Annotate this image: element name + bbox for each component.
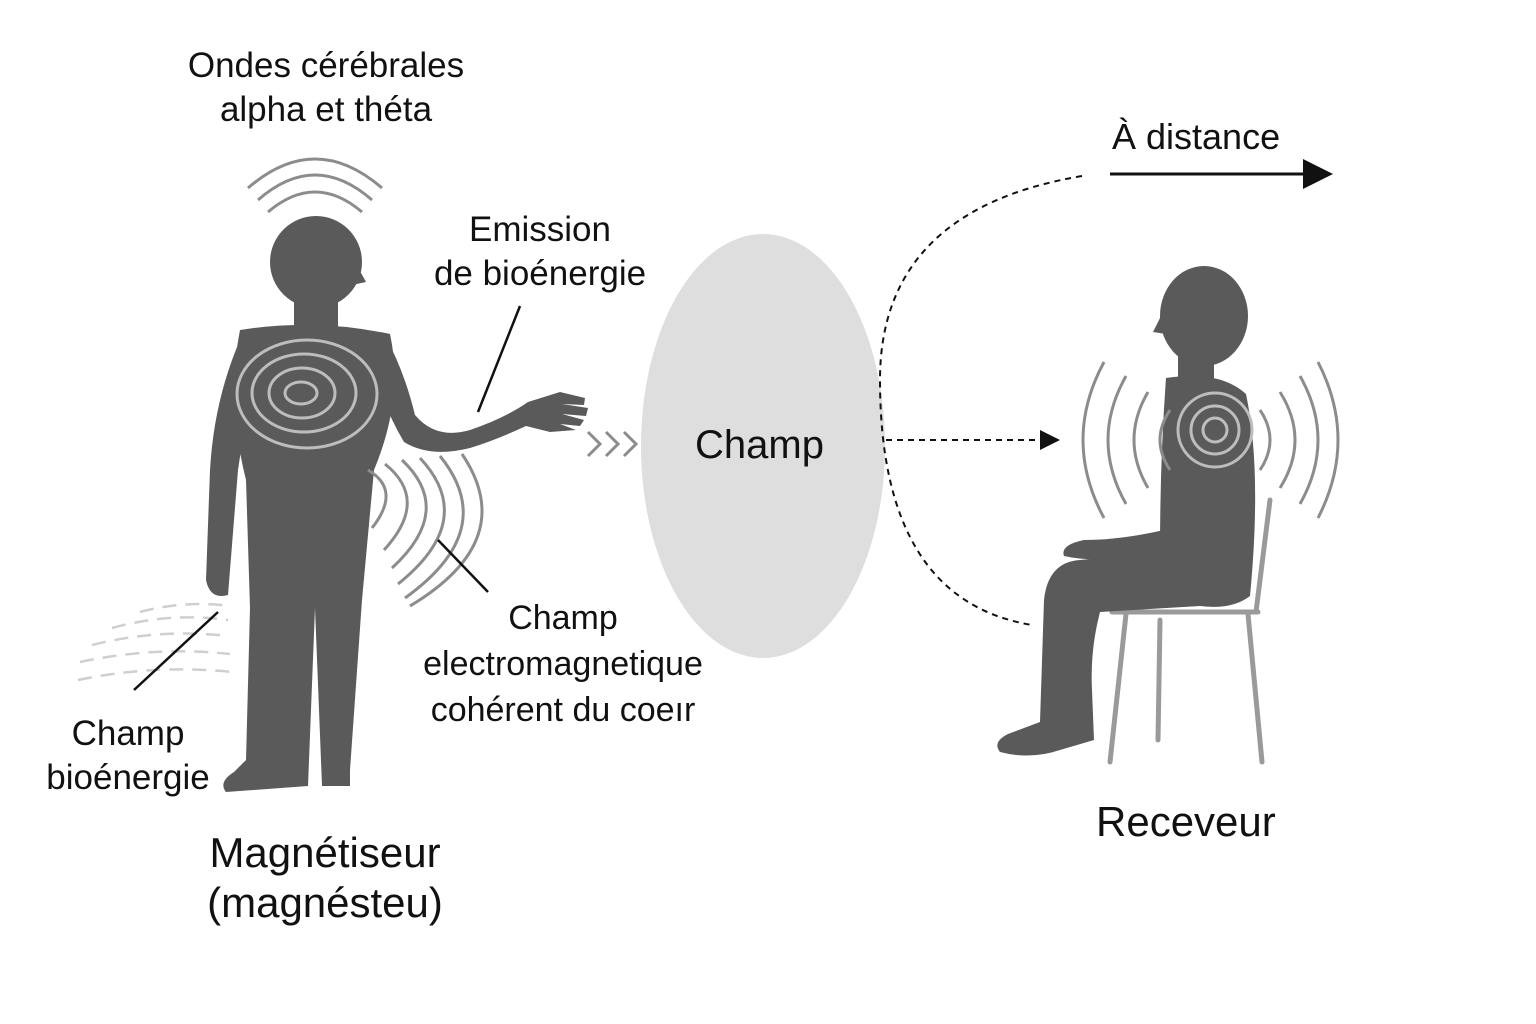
bioenergy-field-dashes xyxy=(77,602,233,682)
emission-line-2: de bioénergie xyxy=(433,253,647,293)
em-field-line-1: Champ xyxy=(508,599,618,637)
em-field-line-3: cohérent du coeır xyxy=(430,690,696,729)
receiver-waves xyxy=(1081,361,1340,519)
brainwave-arcs xyxy=(247,157,383,214)
emission-line-1: Emission xyxy=(469,210,611,249)
distance-label: À distance xyxy=(1112,116,1281,157)
em-field-arcs xyxy=(367,453,484,608)
heart-rings-receiver xyxy=(1176,391,1254,469)
emission-label: Emission de bioénergie xyxy=(410,208,670,296)
leader-lines xyxy=(133,305,522,691)
em-field-label: Champ electromagnetique cohérent du coeı… xyxy=(400,596,726,734)
bio-field-line-2: bioénergie xyxy=(46,757,210,797)
receiver-figure xyxy=(997,266,1256,756)
field-ellipse xyxy=(641,234,885,658)
dashed-paths xyxy=(878,175,1083,626)
brainwaves-line-2: alpha et théta xyxy=(219,89,433,129)
bio-field-label: Champ bioénergie xyxy=(26,712,230,800)
bio-field-line-1: Champ xyxy=(71,714,185,753)
practitioner-line-2: (magnésteu) xyxy=(207,879,443,927)
practitioner-line-1: Magnétiseur xyxy=(209,829,441,876)
brainwaves-line-1: Ondes cérébrales xyxy=(187,46,465,85)
heart-rings-practitioner xyxy=(235,338,379,450)
chair xyxy=(1107,497,1273,765)
field-center-label: Champ xyxy=(695,423,824,467)
em-field-line-2: electromagnetique xyxy=(423,644,703,683)
receiver-label: Receveur xyxy=(1096,798,1276,845)
practitioner-label: Magnétiseur (magnésteu) xyxy=(180,828,470,929)
brainwaves-label: Ondes cérébrales alpha et théta xyxy=(160,44,492,132)
